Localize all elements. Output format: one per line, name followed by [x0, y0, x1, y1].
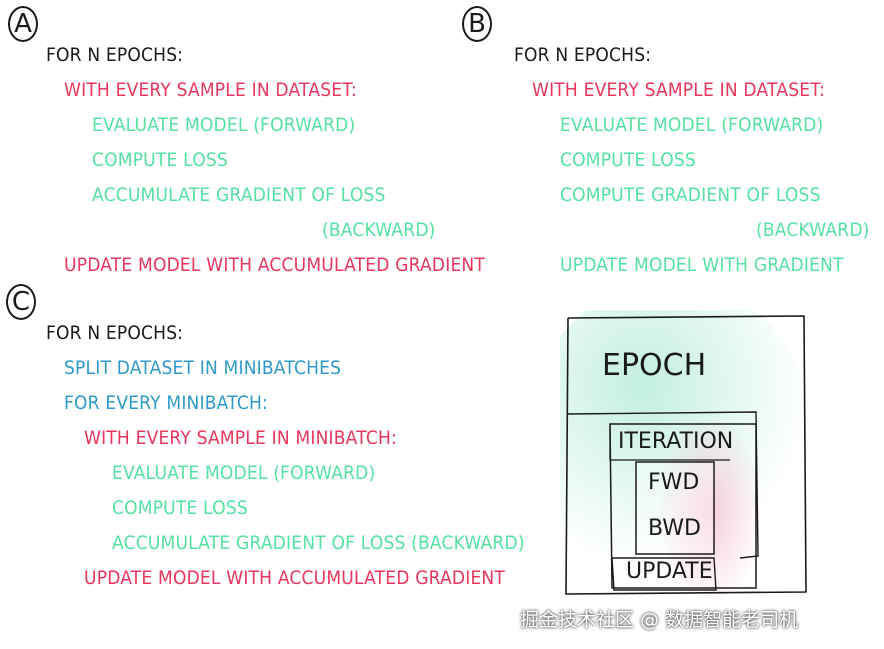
panel-a-line-forward: EVALUATE MODEL (FORWARD)	[92, 114, 356, 136]
panel-c-line-epochs: FOR N EPOCHS:	[46, 322, 184, 344]
update-label: UPDATE	[626, 559, 713, 584]
fwd-bwd-box	[635, 461, 715, 555]
panel-c-line-samples: WITH EVERY SAMPLE IN MINIBATCH:	[84, 427, 397, 449]
panel-c-line-loss: COMPUTE LOSS	[112, 497, 248, 519]
diagram-boxes	[530, 280, 810, 600]
panel-c-letter: C	[11, 287, 31, 317]
iteration-glow	[660, 420, 760, 600]
panel-a-line-backward: (BACKWARD)	[322, 219, 436, 241]
epoch-inner-edge	[567, 411, 759, 559]
panel-b-letter: B	[468, 9, 486, 39]
panel-b-label: B	[462, 6, 492, 42]
panel-a-line-samples: WITH EVERY SAMPLE IN DATASET:	[64, 79, 357, 101]
panel-b-line-backward: (BACKWARD)	[756, 219, 870, 241]
panel-a-line-accumulate: ACCUMULATE GRADIENT OF LOSS	[92, 184, 386, 206]
epoch-box	[565, 315, 807, 595]
panel-a-letter: A	[14, 9, 32, 39]
panel-c-line-accumulate: ACCUMULATE GRADIENT OF LOSS (BACKWARD)	[112, 532, 525, 554]
fwd-label: FWD	[648, 470, 700, 495]
bwd-label: BWD	[648, 516, 702, 541]
panel-a-line-loss: COMPUTE LOSS	[92, 149, 228, 171]
panel-c-line-split: SPLIT DATASET IN MINIBATCHES	[64, 357, 342, 379]
panel-b-line-samples: WITH EVERY SAMPLE IN DATASET:	[532, 79, 825, 101]
epoch-iteration-diagram: EPOCH ITERATION FWD BWD UPDATE	[530, 280, 810, 614]
panel-a-line-epochs: FOR N EPOCHS:	[46, 44, 184, 66]
panel-b-line-update: UPDATE MODEL WITH GRADIENT	[560, 254, 844, 276]
panel-c-line-minibatch: FOR EVERY MINIBATCH:	[64, 392, 268, 414]
watermark: 掘金技术社区 @ 数据智能老司机	[520, 609, 799, 631]
panel-b-line-epochs: FOR N EPOCHS:	[514, 44, 652, 66]
panel-b-line-loss: COMPUTE LOSS	[560, 149, 696, 171]
epoch-label: EPOCH	[602, 348, 707, 383]
panel-a-line-update: UPDATE MODEL WITH ACCUMULATED GRADIENT	[64, 254, 486, 276]
panel-b-line-gradient: COMPUTE GRADIENT OF LOSS	[560, 184, 821, 206]
iteration-box	[609, 423, 757, 589]
panel-c-label: C	[6, 284, 36, 320]
update-box	[611, 557, 717, 591]
panel-c-line-forward: EVALUATE MODEL (FORWARD)	[112, 462, 376, 484]
panel-a-label: A	[8, 6, 38, 42]
panel-b-line-forward: EVALUATE MODEL (FORWARD)	[560, 114, 824, 136]
iteration-label: ITERATION	[618, 429, 734, 454]
panel-c-line-update: UPDATE MODEL WITH ACCUMULATED GRADIENT	[84, 567, 506, 589]
iteration-header-line	[609, 424, 730, 461]
